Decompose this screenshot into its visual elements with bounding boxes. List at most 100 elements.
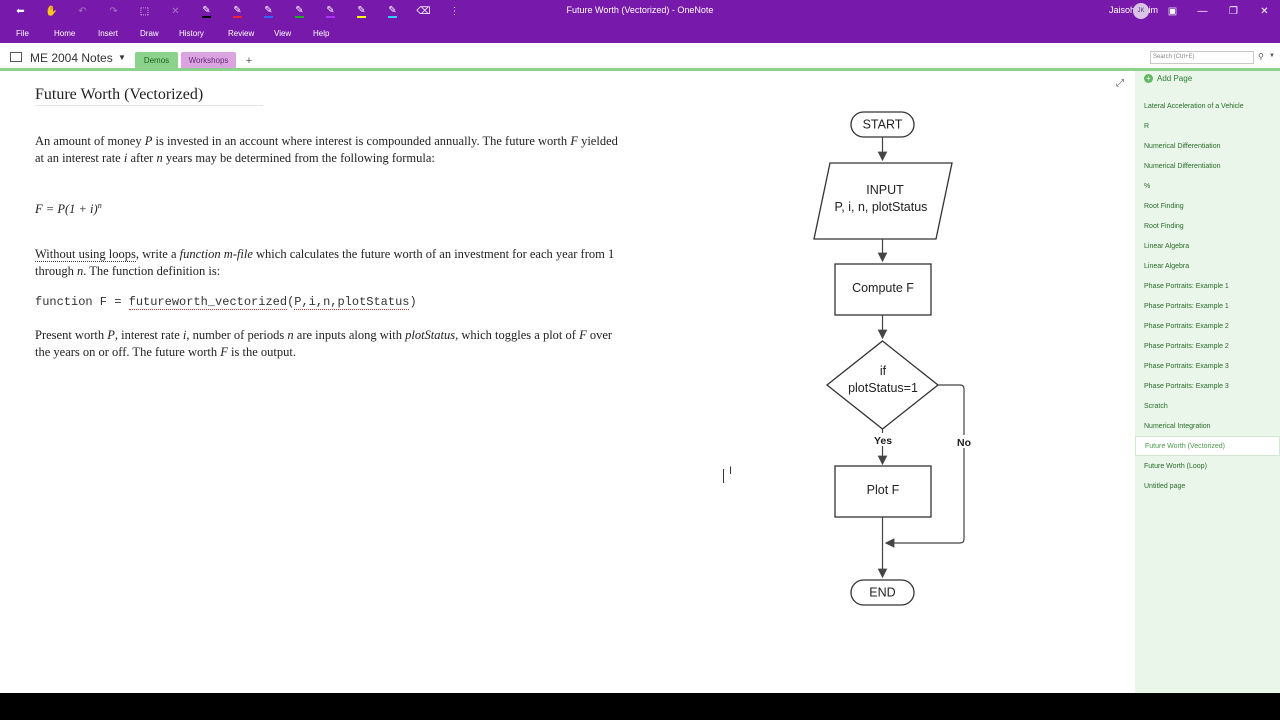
text: . The function definition is: <box>83 264 221 278</box>
search-scope-chevron-icon[interactable]: ▼ <box>1269 53 1275 59</box>
flowchart-input-params: P, i, n, plotStatus <box>835 200 928 214</box>
section-tab-workshops[interactable]: Workshops <box>181 52 236 69</box>
flowchart-yes-bg <box>873 433 893 446</box>
expand-icon[interactable]: ⤢ <box>1116 78 1124 89</box>
page-list-item[interactable]: Numerical Integration <box>1144 422 1211 430</box>
paragraph-io[interactable]: Present worth P, interest rate i, number… <box>35 327 715 361</box>
text: at an interest rate <box>35 151 124 165</box>
var-n: n <box>156 151 163 165</box>
customize-toolbar-icon[interactable]: ⋮ <box>449 5 460 17</box>
quick-access-toolbar: ⬅ ✋ ↶ ↷ ⬚ ✕ ✎ ✎ ✎ ✎ ✎ ✎ ✎ ⌫ ⋮ <box>5 0 470 22</box>
menu-view[interactable]: View <box>274 29 292 38</box>
menu-insert[interactable]: Insert <box>98 29 119 38</box>
menu-file[interactable]: File <box>16 29 29 38</box>
section-color-strip <box>0 68 1280 71</box>
page-list-item[interactable]: Future Worth (Loop) <box>1144 462 1207 470</box>
undo-icon[interactable]: ↶ <box>78 5 87 17</box>
close-icon[interactable]: ✕ <box>1260 5 1269 17</box>
var-F: F <box>579 328 587 342</box>
chevron-down-icon[interactable]: ▼ <box>118 53 126 62</box>
text: the years on or off. The future worth <box>35 345 221 359</box>
back-icon[interactable]: ⬅ <box>16 5 25 17</box>
menu-history[interactable]: History <box>179 29 204 38</box>
text-caret <box>723 469 724 483</box>
paragraph-intro[interactable]: An amount of money P is invested in an a… <box>35 133 715 167</box>
flowchart-compute-node[interactable] <box>834 263 932 316</box>
text-underlined: Without using loops <box>35 247 136 262</box>
text-cursor-icon: I <box>729 465 733 477</box>
menu-home[interactable]: Home <box>54 29 76 38</box>
var-P: P <box>144 134 153 148</box>
menu-draw[interactable]: Draw <box>140 29 159 38</box>
text: years may be determined from the followi… <box>162 151 435 165</box>
delete-icon[interactable]: ✕ <box>171 5 180 17</box>
flowchart-no-bg <box>954 435 974 448</box>
section-tab-demos[interactable]: Demos <box>135 52 178 69</box>
pen-black-icon[interactable]: ✎ <box>202 4 211 18</box>
menu-review[interactable]: Review <box>228 29 255 38</box>
text: , number of periods <box>186 328 288 342</box>
flowchart-yes-label: Yes <box>874 435 892 447</box>
function-definition[interactable]: function F = futureworth_vectorized(P,i,… <box>35 294 417 311</box>
add-section-button[interactable]: + <box>245 54 253 67</box>
eraser-icon[interactable]: ⌫ <box>416 5 431 17</box>
menu-help[interactable]: Help <box>313 29 330 38</box>
restore-icon[interactable]: ❐ <box>1229 5 1238 17</box>
page-list-item[interactable]: Root Finding <box>1144 202 1184 210</box>
page-list-pane <box>1135 71 1280 693</box>
page-list-item[interactable]: Phase Portraits: Example 3 <box>1144 382 1229 390</box>
page-list-item[interactable]: Future Worth (Vectorized) <box>1135 436 1280 456</box>
page-list-item[interactable]: Phase Portraits: Example 2 <box>1144 322 1229 330</box>
text: through <box>35 264 78 278</box>
highlighter-cyan-icon[interactable]: ✎ <box>388 4 397 18</box>
code-arguments: P,i,n,plotStatus <box>294 295 410 310</box>
page-list-item[interactable]: Untitled page <box>1144 482 1186 490</box>
search-icon[interactable]: ⚲ <box>1258 52 1264 61</box>
highlighter-yellow-icon[interactable]: ✎ <box>357 4 366 18</box>
page-list-item[interactable]: R <box>1144 122 1150 130</box>
page-list-item[interactable]: Phase Portraits: Example 1 <box>1144 302 1229 310</box>
ribbon-display-options-icon[interactable]: ▣ <box>1167 5 1178 17</box>
ribbon-tabs: File Home Insert Draw History Review Vie… <box>0 22 1280 43</box>
page-list-item[interactable]: Lateral Acceleration of a Vehicle <box>1144 102 1244 110</box>
notebook-icon[interactable] <box>10 52 22 62</box>
add-page-button[interactable]: + Add Page <box>1144 74 1192 83</box>
page-list-item[interactable]: % <box>1144 182 1151 190</box>
pen-green-icon[interactable]: ✎ <box>295 4 304 18</box>
var-i: i <box>123 151 128 165</box>
pen-purple-icon[interactable]: ✎ <box>326 4 335 18</box>
touch-mode-icon[interactable]: ✋ <box>45 5 58 17</box>
text: is the output. <box>227 345 296 359</box>
code-function-name: futureworth_vectorized <box>128 295 288 310</box>
lasso-select-icon[interactable]: ⬚ <box>139 5 150 17</box>
search-input[interactable]: Search (Ctrl+E) <box>1150 51 1254 64</box>
flowchart[interactable]: START INPUT P, i, n, plotStatus Compute … <box>800 100 1000 620</box>
page-list-item[interactable]: Phase Portraits: Example 2 <box>1144 342 1229 350</box>
page-list-item[interactable]: Numerical Differentiation <box>1144 162 1221 170</box>
page-list-item[interactable]: Linear Algebra <box>1144 242 1190 250</box>
page-list-item[interactable]: Numerical Differentiation <box>1144 142 1221 150</box>
page-list-item[interactable]: Phase Portraits: Example 3 <box>1144 362 1229 370</box>
taskbar <box>0 693 1280 720</box>
pen-blue-icon[interactable]: ✎ <box>264 4 273 18</box>
title-underline <box>35 105 263 106</box>
window-title: Future Worth (Vectorized) - OneNote <box>566 5 714 15</box>
formula[interactable]: F = P(1 + i)n <box>35 197 102 218</box>
page-list-item[interactable]: Root Finding <box>1144 222 1184 230</box>
text: after <box>127 151 157 165</box>
notebook-name[interactable]: ME 2004 Notes <box>30 51 113 65</box>
flowchart-end-node[interactable] <box>850 579 915 606</box>
redo-icon[interactable]: ↷ <box>109 5 118 17</box>
page-list-item[interactable]: Linear Algebra <box>1144 262 1190 270</box>
page-list-item[interactable]: Phase Portraits: Example 1 <box>1144 282 1229 290</box>
minimize-icon[interactable]: — <box>1197 5 1208 17</box>
avatar[interactable]: JK <box>1133 3 1149 19</box>
flowchart-input-node[interactable] <box>813 162 953 240</box>
page-list-item[interactable]: Scratch <box>1144 402 1168 410</box>
pen-red-icon[interactable]: ✎ <box>233 4 242 18</box>
page-title[interactable]: Future Worth (Vectorized) <box>35 86 204 103</box>
text: is invested in an account where interest… <box>152 134 571 148</box>
paragraph-task[interactable]: Without using loops, write a function m-… <box>35 246 715 280</box>
var-F: F <box>570 134 578 148</box>
